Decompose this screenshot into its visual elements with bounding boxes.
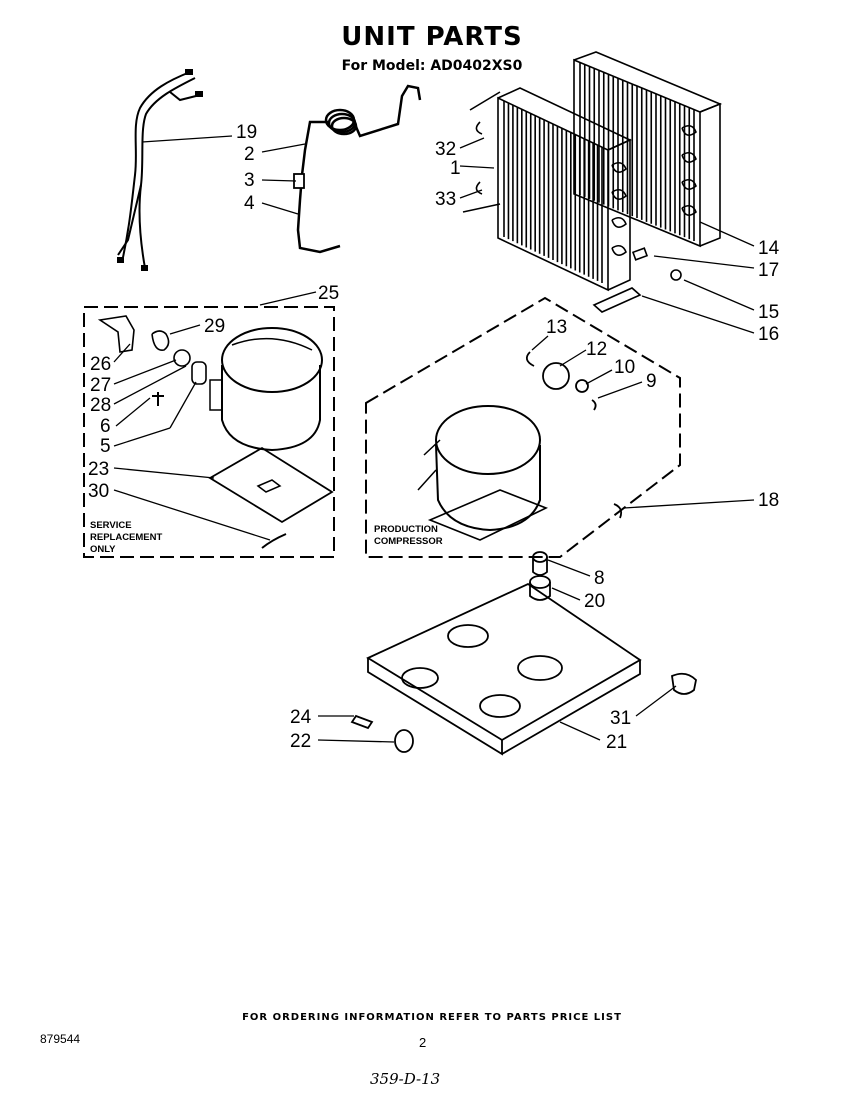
callout-21: 21 — [606, 732, 627, 753]
callout-27: 27 — [90, 375, 111, 396]
callout-14: 14 — [758, 238, 780, 259]
document-number: 879544 — [40, 1032, 81, 1046]
callout-2: 2 — [244, 144, 255, 165]
callout-10: 10 — [614, 357, 635, 378]
page-number: 2 — [419, 1035, 427, 1050]
callout-17: 17 — [758, 260, 779, 281]
callout-15: 15 — [758, 302, 779, 323]
callout-19: 19 — [236, 122, 257, 143]
ordering-information-note: FOR ORDERING INFORMATION REFER TO PARTS … — [242, 1012, 622, 1023]
handwritten-note: 359-D-13 — [370, 1070, 441, 1088]
callout-29: 29 — [204, 316, 225, 337]
callout-labels: 19 2 3 4 32 1 33 14 17 15 16 25 29 26 27… — [88, 122, 780, 753]
callout-33: 33 — [435, 189, 456, 210]
service-box-label: SERVICE REPLACEMENT ONLY — [90, 520, 163, 555]
callout-28: 28 — [90, 395, 111, 416]
leader-lines — [113, 135, 755, 743]
callout-31: 31 — [610, 708, 631, 729]
callout-3: 3 — [244, 170, 255, 191]
callout-6: 6 — [100, 416, 111, 437]
callout-12: 12 — [586, 339, 607, 360]
callout-8: 8 — [594, 568, 605, 589]
callout-20: 20 — [584, 591, 605, 612]
svg-text:PRODUCTION: PRODUCTION — [374, 524, 438, 535]
callout-26: 26 — [90, 354, 111, 375]
model-subtitle: For Model: AD0402XS0 — [341, 58, 523, 74]
wiring-harness-drawing — [117, 69, 203, 271]
callout-4: 4 — [244, 193, 255, 214]
svg-text:COMPRESSOR: COMPRESSOR — [374, 536, 443, 547]
production-compressor-box — [365, 296, 681, 558]
svg-text:REPLACEMENT: REPLACEMENT — [90, 532, 163, 543]
callout-30: 30 — [88, 481, 109, 502]
callout-13: 13 — [546, 317, 567, 338]
screw-and-shim-drawing — [592, 247, 682, 313]
callout-9: 9 — [646, 371, 657, 392]
service-replacement-box — [83, 306, 335, 558]
callout-24: 24 — [290, 707, 312, 728]
production-box-label: PRODUCTION COMPRESSOR — [374, 524, 443, 547]
capillary-tube-drawing — [293, 84, 422, 254]
svg-text:SERVICE: SERVICE — [90, 520, 132, 531]
callout-18: 18 — [758, 490, 779, 511]
callout-25: 25 — [318, 283, 339, 304]
svg-text:ONLY: ONLY — [90, 544, 116, 555]
callout-1: 1 — [450, 158, 461, 179]
callout-5: 5 — [100, 436, 111, 457]
page-title: UNIT PARTS — [341, 22, 523, 52]
callout-32: 32 — [435, 139, 456, 160]
base-plate-drawing — [350, 551, 697, 756]
callout-16: 16 — [758, 324, 779, 345]
condenser-coil-drawing — [462, 51, 723, 292]
callout-23: 23 — [88, 459, 109, 480]
callout-22: 22 — [290, 731, 311, 752]
